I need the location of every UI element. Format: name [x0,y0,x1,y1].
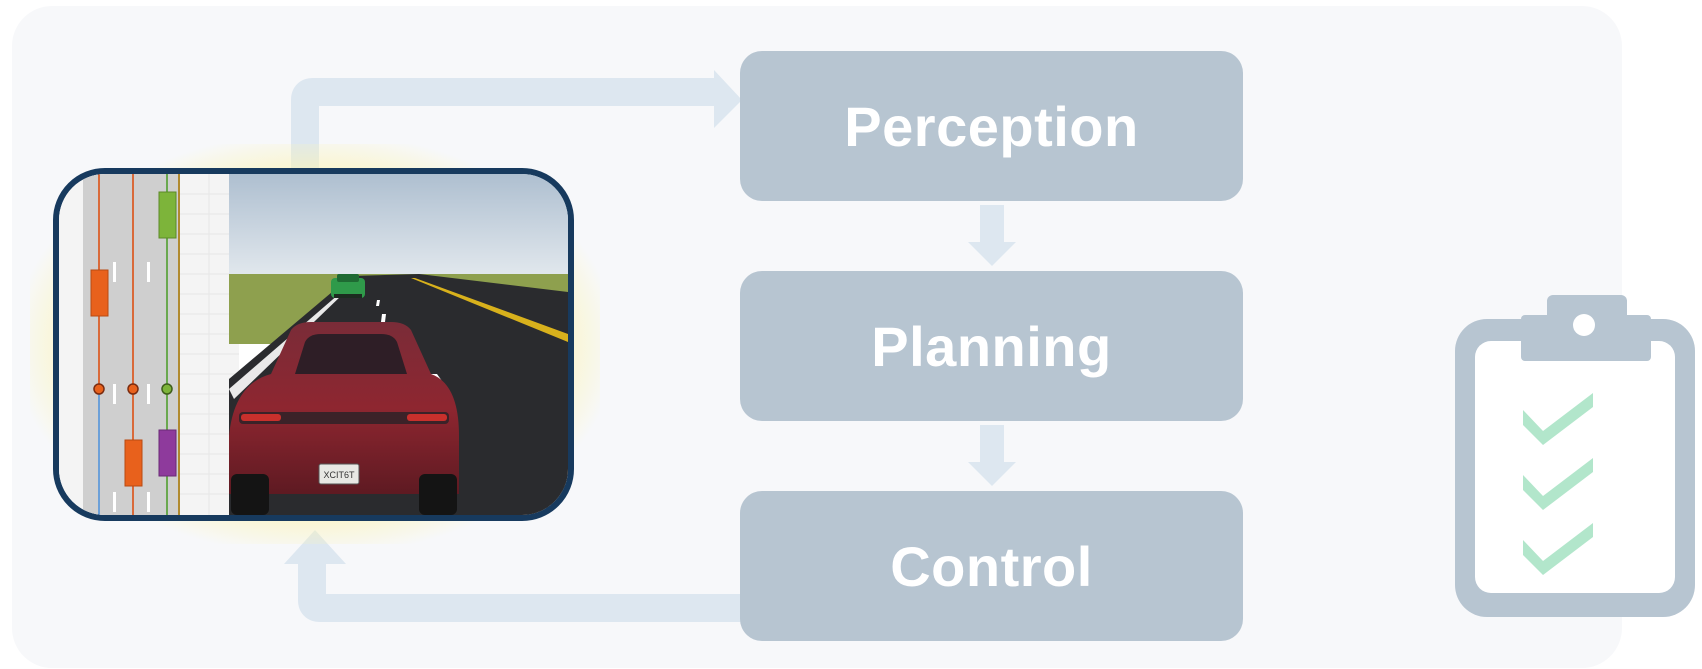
arrow-sim-to-perception [291,78,718,170]
road-yellow-line [411,278,568,342]
clipboard-paper [1475,341,1675,593]
plot-dot-2 [127,383,139,395]
arrow-perception-to-planning-shaft [980,205,1004,245]
plot-bar-orange-2 [124,439,143,487]
arrow-control-to-sim [298,558,742,622]
arrow-planning-to-control-shaft [980,425,1004,465]
plot-dot-1 [93,383,105,395]
perception-box: Perception [740,51,1243,201]
driving-simulation-image: XCIT6T [59,174,568,515]
license-plate-text: XCIT6T [323,470,355,480]
arrowhead-control [968,462,1016,486]
plot-bar-purple [158,429,177,477]
check-icon-3 [1523,523,1593,575]
control-label: Control [890,534,1093,598]
perception-label: Perception [844,94,1139,158]
arrowhead-sim [284,530,346,564]
planning-label: Planning [871,314,1112,378]
control-box: Control [740,491,1243,641]
arrowhead-perception [714,70,742,128]
check-icon-1 [1523,393,1593,445]
simulation-frame: XCIT6T [53,168,574,521]
green-car [331,274,365,298]
clipboard-checklist-icon [1455,295,1695,617]
clipboard-clip-hole [1573,314,1595,336]
planning-box: Planning [740,271,1243,421]
arrowhead-planning [968,242,1016,266]
check-icon-2 [1523,458,1593,510]
sky [229,174,568,279]
plot-bar-orange-1 [90,269,109,317]
plot-dot-3 [161,383,173,395]
red-car: XCIT6T [229,322,459,515]
plot-bar-green [158,191,177,239]
plot-markers [113,262,150,512]
